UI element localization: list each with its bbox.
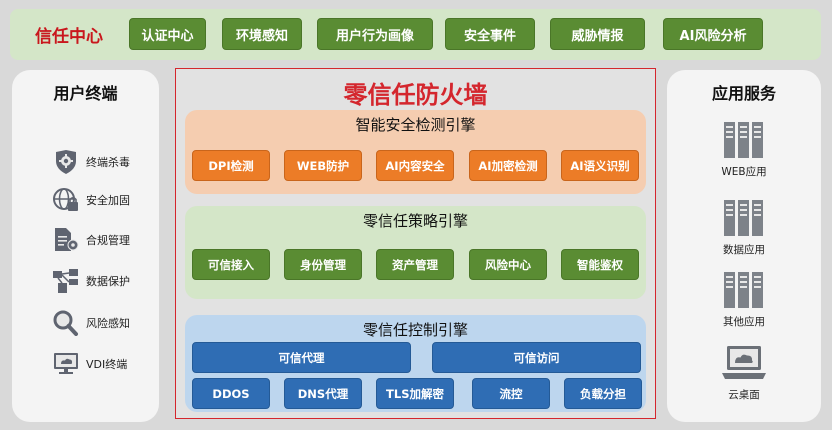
compliance-management-item[interactable]: 合规管理 [52, 227, 130, 253]
web-protection-button[interactable]: WEB防护 [284, 150, 362, 181]
environment-awareness-button[interactable]: 环境感知 [222, 18, 302, 50]
user-terminal-panel: 用户终端 终端杀毒 安全加固 [12, 70, 159, 422]
threat-intelligence-button[interactable]: 威胁情报 [550, 18, 645, 50]
network-blocks-icon [53, 269, 78, 293]
terminal-antivirus-item[interactable]: 终端杀毒 [52, 149, 130, 175]
trusted-proxy-button[interactable]: 可信代理 [192, 342, 411, 373]
terminal-antivirus-label: 终端杀毒 [86, 156, 130, 169]
detection-engine-panel: 智能安全检测引擎 DPI检测 WEB防护 AI内容安全 AI加密检测 AI语义识… [185, 110, 646, 194]
data-app-label: 数据应用 [723, 244, 765, 256]
ai-risk-analysis-button[interactable]: AI风险分析 [663, 18, 763, 50]
detection-engine-title: 智能安全检测引擎 [355, 116, 476, 134]
risk-awareness-label: 风险感知 [86, 317, 130, 330]
ai-content-security-button[interactable]: AI内容安全 [376, 150, 454, 181]
magnifier-icon [53, 310, 78, 336]
document-gear-icon [55, 228, 79, 251]
monitor-icon [54, 353, 78, 374]
server-icon [724, 200, 763, 236]
vdi-terminal-item[interactable]: VDI终端 [52, 351, 127, 377]
trusted-visit-button[interactable]: 可信访问 [432, 342, 641, 373]
firewall-title: 零信任防火墙 [343, 81, 488, 109]
ddos-button[interactable]: DDOS [192, 378, 270, 409]
auth-center-button[interactable]: 认证中心 [129, 18, 206, 50]
app-services-title: 应用服务 [711, 84, 776, 103]
risk-awareness-item[interactable]: 风险感知 [52, 310, 130, 336]
control-engine-panel: 零信任控制引擎 可信代理 可信访问 DDOS DNS代理 TLS加解密 流控 负… [185, 315, 646, 412]
shield-gear-icon [56, 150, 76, 174]
zero-trust-firewall: 零信任防火墙 智能安全检测引擎 DPI检测 WEB防护 AI内容安全 AI加密检… [175, 68, 656, 419]
dns-proxy-button[interactable]: DNS代理 [284, 378, 362, 409]
cloud-desktop-item[interactable]: 云桌面 [667, 343, 821, 402]
control-engine-title: 零信任控制引擎 [362, 321, 468, 339]
tls-decryption-button[interactable]: TLS加解密 [376, 378, 454, 409]
risk-center-button[interactable]: 风险中心 [469, 249, 547, 280]
load-balancing-button[interactable]: 负载分担 [564, 378, 642, 409]
data-protection-label: 数据保护 [86, 275, 130, 288]
data-app-item[interactable]: 数据应用 [667, 198, 821, 257]
globe-lock-icon [53, 188, 78, 211]
flow-control-button[interactable]: 流控 [472, 378, 550, 409]
asset-management-button[interactable]: 资产管理 [376, 249, 454, 280]
smart-authorization-button[interactable]: 智能鉴权 [561, 249, 639, 280]
server-icon [724, 272, 763, 308]
ai-encryption-detection-button[interactable]: AI加密检测 [469, 150, 547, 181]
trust-center-bar: 信任中心 认证中心 环境感知 用户行为画像 安全事件 威胁情报 AI风险分析 [10, 9, 821, 60]
vdi-terminal-label: VDI终端 [86, 358, 128, 371]
web-app-label: WEB应用 [721, 166, 767, 178]
user-terminal-title: 用户终端 [53, 84, 118, 103]
dpi-detection-button[interactable]: DPI检测 [192, 150, 270, 181]
other-app-label: 其他应用 [723, 316, 765, 328]
web-app-item[interactable]: WEB应用 [667, 120, 821, 179]
app-services-panel: 应用服务 WEB应用 数据应用 [667, 70, 821, 422]
security-hardening-label: 安全加固 [86, 194, 130, 207]
ai-semantic-recognition-button[interactable]: AI语义识别 [561, 150, 639, 181]
identity-management-button[interactable]: 身份管理 [284, 249, 362, 280]
server-icon [724, 122, 763, 158]
policy-engine-panel: 零信任策略引擎 可信接入 身份管理 资产管理 风险中心 智能鉴权 [185, 206, 646, 299]
security-hardening-item[interactable]: 安全加固 [52, 187, 130, 213]
other-app-item[interactable]: 其他应用 [667, 270, 821, 329]
security-events-button[interactable]: 安全事件 [445, 18, 535, 50]
compliance-management-label: 合规管理 [86, 234, 130, 247]
trust-center-title: 信任中心 [35, 27, 103, 47]
cloud-laptop-icon [722, 346, 766, 379]
user-behavior-profile-button[interactable]: 用户行为画像 [317, 18, 433, 50]
policy-engine-title: 零信任策略引擎 [362, 212, 468, 230]
data-protection-item[interactable]: 数据保护 [52, 268, 130, 294]
cloud-desktop-label: 云桌面 [728, 389, 760, 401]
trusted-access-button[interactable]: 可信接入 [192, 249, 270, 280]
